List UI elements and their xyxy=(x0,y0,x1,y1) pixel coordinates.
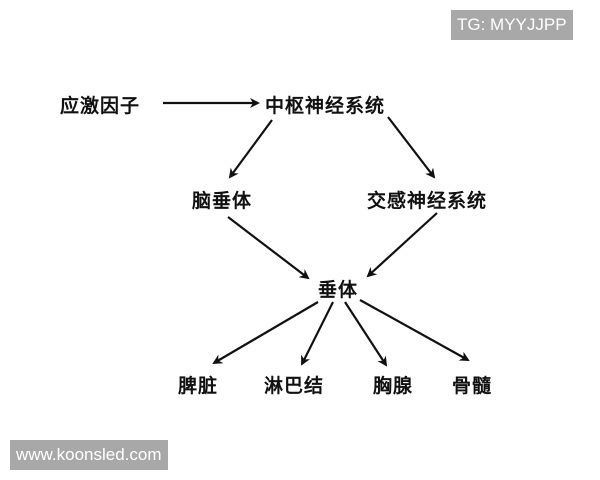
arrow-sympathetic-target xyxy=(366,212,438,278)
node-spleen: 脾脏 xyxy=(178,375,219,397)
node-marrow: 骨髓 xyxy=(452,375,493,397)
node-sympathetic: 交感神经系统 xyxy=(367,190,488,212)
arrow-target-thymus xyxy=(344,301,388,367)
node-pituitary: 脑垂体 xyxy=(192,190,253,212)
node-target: 垂体 xyxy=(318,279,359,301)
arrow-target-spleen xyxy=(212,301,319,365)
node-thymus: 胸腺 xyxy=(373,375,414,397)
node-lymph: 淋巴结 xyxy=(264,375,325,397)
arrow-cns-pituitary xyxy=(228,119,273,179)
watermark-bottom-left: www.koonsled.com xyxy=(10,440,168,470)
arrow-cns-sympathetic xyxy=(387,116,436,179)
node-cns: 中枢神经系统 xyxy=(265,95,386,117)
watermark-top-right: TG: MYYJJPP xyxy=(451,10,573,40)
arrow-target-lymph xyxy=(301,301,334,366)
node-stressor: 应激因子 xyxy=(60,95,141,117)
arrow-target-marrow xyxy=(359,299,470,361)
arrow-pituitary-target xyxy=(227,216,310,280)
